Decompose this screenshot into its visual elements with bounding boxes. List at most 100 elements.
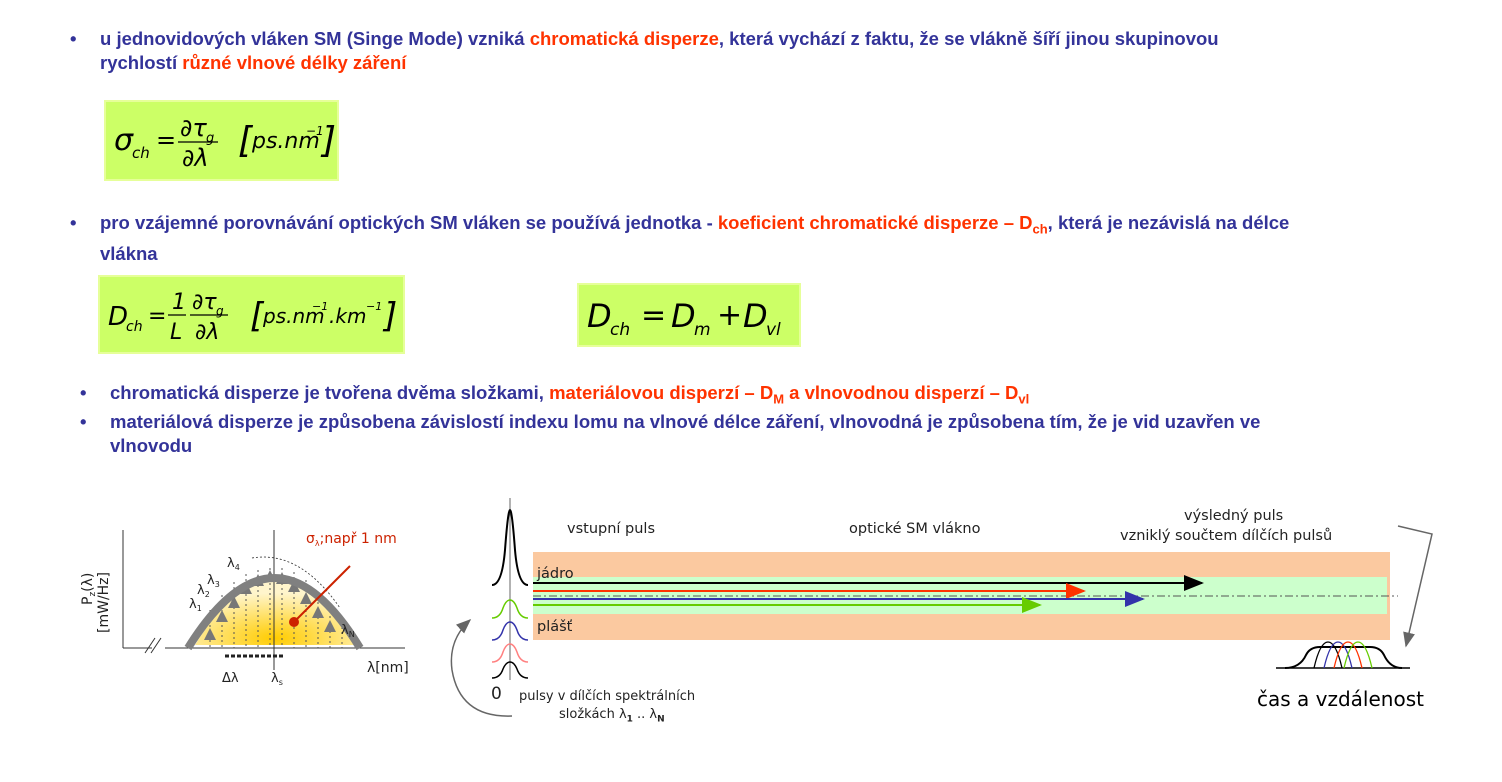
core-label: jádro <box>537 566 574 582</box>
numerator-subscript: g <box>206 131 214 146</box>
text-run: materiálovou disperzí – D <box>549 382 774 403</box>
text-run: pro vzájemné porovnávání optických SM vl… <box>100 212 718 233</box>
bullet-4-text: materiálová disperze je způsobena závisl… <box>110 410 1470 458</box>
time-distance-label: čas a vzdálenost <box>1257 687 1424 711</box>
d-subscript: ch <box>126 319 143 335</box>
bracket-left: [ <box>238 120 254 161</box>
formula-dch-sum: D ch = D m + D vl <box>577 283 801 347</box>
spectral-arrow <box>450 618 513 717</box>
text-run: , která vychází z faktu, že se vlákně ší… <box>718 28 1219 49</box>
y-axis-label: Pz(λ) [mW/Hz] <box>80 572 112 633</box>
spectral-label-2: složkách λ1 .. λN <box>559 707 665 725</box>
d-vl-symbol: D <box>743 297 768 335</box>
black-small-pulse <box>491 661 529 679</box>
outer-dotted <box>251 556 341 609</box>
svg-text:Pz(λ): Pz(λ) <box>80 573 98 605</box>
bracket-right: ] <box>320 120 336 161</box>
sigma-subscript: ch <box>132 144 150 162</box>
output-sub-pulse <box>1313 641 1343 669</box>
text-run: a vlnovodnou disperzí – D <box>784 382 1019 403</box>
sigma-symbol: σ <box>114 123 134 158</box>
lambda-1-label: λ1 <box>189 597 202 613</box>
bullet-dot: • <box>70 28 77 49</box>
formula-sigma-ch: σ ch = ∂τ g ∂λ [ ps.nm −1 ] <box>104 100 339 181</box>
text-run: materiálová disperze je způsobena závisl… <box>110 411 1261 432</box>
unit-b-exponent: −1 <box>366 300 382 313</box>
bullet-dot: • <box>80 411 87 432</box>
axis-break <box>144 637 156 654</box>
d-m-subscript: m <box>694 320 711 340</box>
input-pulse-label: vstupní puls <box>567 521 656 537</box>
text-run: koeficient chromatické disperze – D <box>717 212 1033 233</box>
unit-a: ps.nm <box>262 304 325 328</box>
svg-text:[mW/Hz]: [mW/Hz] <box>96 572 112 633</box>
bullet-3-text: chromatická disperze je tvořena dvěma sl… <box>110 381 1470 412</box>
numerator-subscript: g <box>216 304 224 318</box>
bracket-right: ] <box>382 296 397 336</box>
spectral-label-1: pulsy v dílčích spektrálních <box>519 689 696 704</box>
equals-sign: = <box>156 126 176 154</box>
bullet-2-text: pro vzájemné porovnávání optických SM vl… <box>100 211 1460 266</box>
output-sub-pulse <box>1343 641 1373 669</box>
subscript: M <box>773 391 785 407</box>
unit-b: .km <box>329 304 366 328</box>
d-m-symbol: D <box>671 297 696 335</box>
plus-sign: + <box>717 298 742 333</box>
lambda-s-label: λs <box>271 671 283 687</box>
d-vl-subscript: vl <box>766 320 781 340</box>
denominator: ∂λ <box>182 144 209 172</box>
lambda-n-label: λN <box>341 623 355 639</box>
equals-sign: = <box>148 304 166 329</box>
numerator: ∂τ <box>180 114 207 142</box>
cladding-label: plášť <box>537 619 573 635</box>
lambda-2-label: λ2 <box>197 583 210 599</box>
text-run: různé vlnové délky záření <box>182 52 407 73</box>
input-pulse <box>491 508 529 586</box>
axis-break <box>150 637 162 654</box>
sigma-label: σλ;např 1 nm <box>306 531 397 548</box>
spectrum-diagram: Pz(λ) [mW/Hz] λ4 λ3 λ2 λ1 λN σλ;např 1 n… <box>80 530 409 687</box>
lambda-3-label: λ3 <box>207 573 220 589</box>
text-run: vlákna <box>100 242 158 264</box>
output-label-2: vzniklý součtem dílčích pulsů <box>1120 528 1333 544</box>
zero-label: 0 <box>491 684 502 704</box>
spectrum-envelope <box>184 574 364 651</box>
unit-a-exponent: −1 <box>312 300 328 313</box>
numerator: ∂τ <box>192 290 217 315</box>
bullet-1-text: u jednovidových vláken SM (Singe Mode) v… <box>100 27 1460 75</box>
bullet-dot: • <box>80 382 87 403</box>
formula-dch: D ch = 1 L ∂τ g ∂λ [ ps.nm −1 .km −1 ] <box>98 275 405 354</box>
delta-lambda-label: Δλ <box>222 671 239 686</box>
blue-pulse <box>491 621 529 641</box>
bracket-left: [ <box>250 296 265 336</box>
subscript: ch <box>1032 221 1048 237</box>
text-run: chromatická disperze <box>529 28 719 49</box>
frac1-denominator: L <box>170 320 182 345</box>
fiber-label: optické SM vlákno <box>849 521 981 537</box>
text-run: u jednovidových vláken SM (Singe Mode) v… <box>100 28 530 49</box>
text-run: chromatická disperze je tvořena dvěma sl… <box>110 382 550 403</box>
frac1-numerator: 1 <box>172 290 186 315</box>
text-run: rychlostí <box>100 52 183 73</box>
text-run: vlnovodu <box>110 435 193 456</box>
fiber-diagram <box>450 498 1433 717</box>
output-label-1: výsledný puls <box>1184 508 1284 524</box>
output-sub-pulse <box>1333 641 1363 669</box>
pink-pulse <box>491 643 529 663</box>
subscript: vl <box>1018 391 1030 407</box>
d-ch-symbol: D <box>587 297 612 335</box>
equals-sign: = <box>641 298 666 333</box>
output-arrow <box>1397 525 1433 648</box>
bullet-dot: • <box>70 212 77 233</box>
d-symbol: D <box>108 302 128 332</box>
sigma-line <box>293 565 351 623</box>
output-pulse <box>1284 646 1403 669</box>
sigma-dot <box>289 617 299 627</box>
formula-dch-svg: D ch = 1 L ∂τ g ∂λ [ ps.nm −1 .km −1 ] <box>108 290 397 345</box>
x-axis-label: λ[nm] <box>367 660 409 676</box>
d-ch-subscript: ch <box>610 320 630 340</box>
unit-text: ps.nm <box>251 129 320 154</box>
output-sub-pulse <box>1323 641 1353 669</box>
formula-sum-svg: D ch = D m + D vl <box>587 297 781 340</box>
text-run: , která je nezávislá na délce <box>1047 212 1290 233</box>
